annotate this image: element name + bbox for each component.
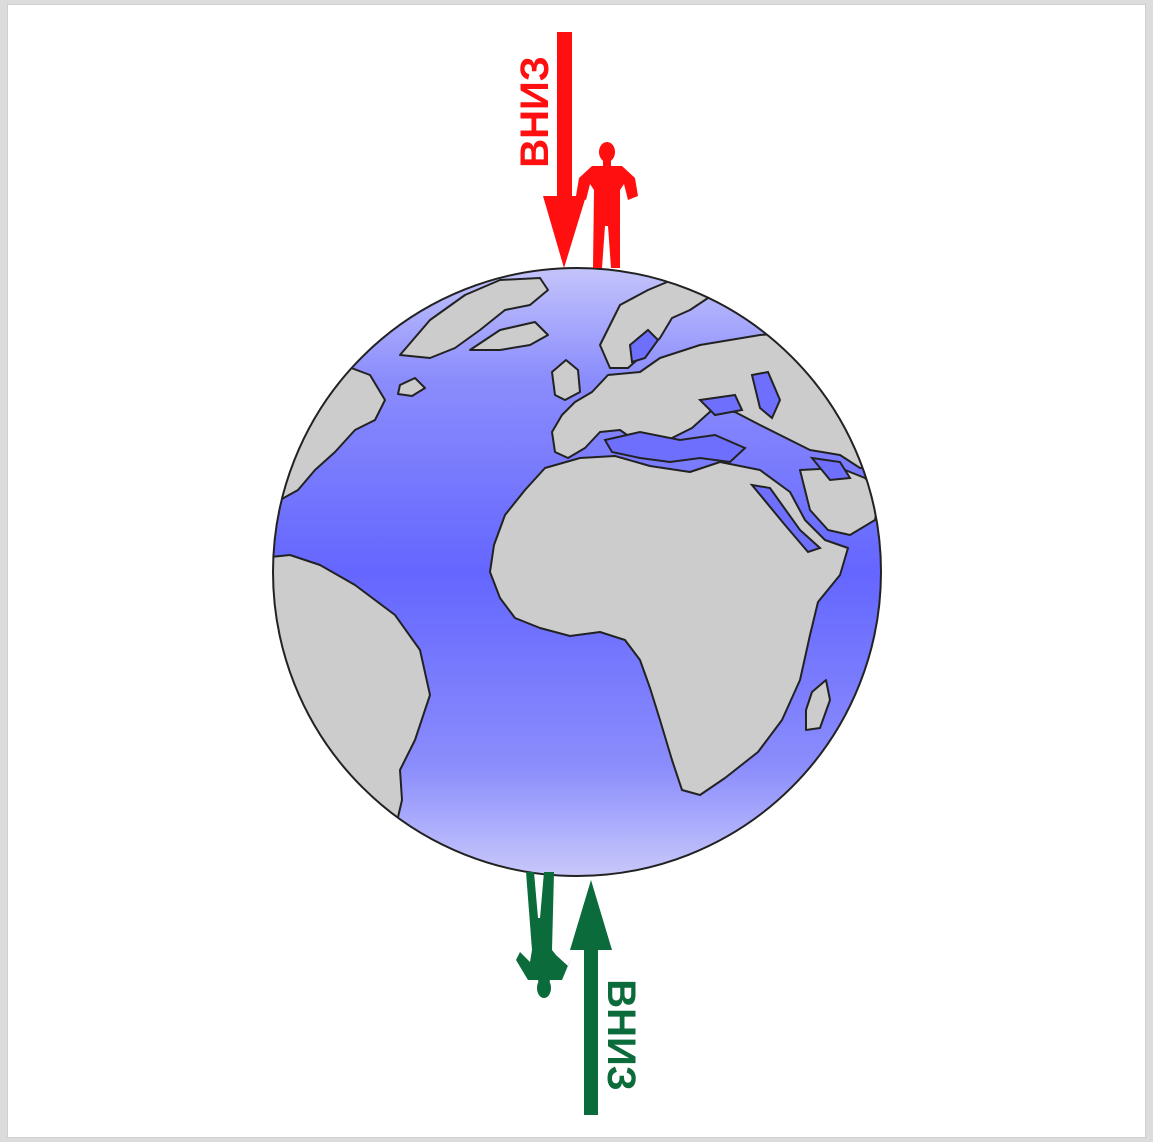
upside-down-person-icon <box>516 872 572 998</box>
bottom-down-arrow <box>570 880 612 1115</box>
red-sea <box>749 483 822 554</box>
scandinavia <box>599 269 721 369</box>
earth-globe-icon <box>272 267 882 877</box>
black-sea <box>697 393 744 417</box>
arctic-island <box>469 321 549 351</box>
globe-outline <box>272 267 882 877</box>
persian-gulf <box>809 456 852 482</box>
greenland <box>399 277 549 359</box>
top-down-label: ВНИЗ <box>513 56 557 168</box>
bottom-down-label: ВНИЗ <box>599 979 643 1091</box>
arabia <box>799 467 881 536</box>
iceland <box>397 377 426 397</box>
madagascar <box>805 679 831 731</box>
mediterranean-sea <box>603 430 747 464</box>
standing-person-icon <box>576 142 638 268</box>
caspian-sea <box>750 370 782 420</box>
british-isles <box>551 359 581 401</box>
africa <box>489 455 849 796</box>
top-down-arrow <box>543 32 586 268</box>
baltic-sea <box>628 328 660 364</box>
